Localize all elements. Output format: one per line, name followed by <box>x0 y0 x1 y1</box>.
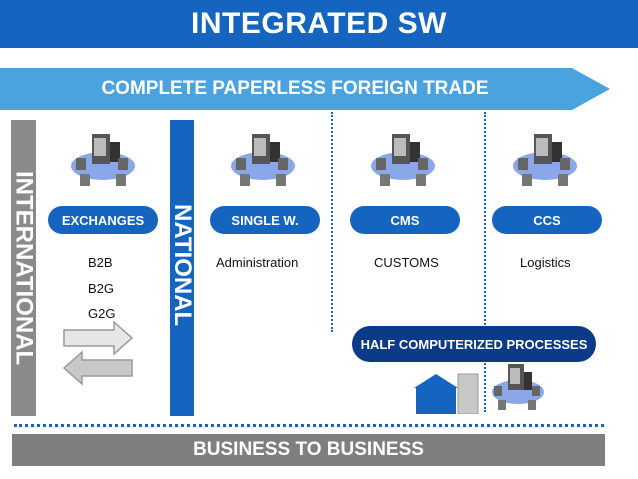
national-label: NATIONAL <box>169 203 196 327</box>
ccs-pill: CCS <box>492 206 602 234</box>
single-window-pill: SINGLE W. <box>210 206 320 234</box>
banner-text: COMPLETE PAPERLESS FOREIGN TRADE <box>101 78 489 99</box>
title-bar <box>0 0 638 48</box>
half-computerized-pill: HALF COMPUTERIZED PROCESSES <box>352 326 596 362</box>
separator-2 <box>484 112 486 412</box>
cms-item: CUSTOMS <box>374 255 439 270</box>
international-bar <box>11 120 36 416</box>
server-cluster-icon <box>71 134 135 186</box>
exchanges-item-b2b: B2B <box>88 255 113 270</box>
warehouse-icon <box>414 373 479 414</box>
footer-text: BUSINESS TO BUSINESS <box>193 439 424 460</box>
ccs-item: Logistics <box>520 255 571 270</box>
footer-bar <box>12 434 605 466</box>
horizontal-separator <box>14 424 604 427</box>
server-cluster-icon <box>231 134 295 186</box>
server-cluster-icon <box>371 134 435 186</box>
exchanges-item-g2g: G2G <box>88 306 116 321</box>
national-bar <box>170 120 194 416</box>
banner-arrow <box>0 68 610 110</box>
international-label: INTERNATIONAL <box>10 170 38 366</box>
cms-pill: CMS <box>350 206 460 234</box>
server-cluster-icon <box>492 364 544 410</box>
server-cluster-icon <box>513 134 577 186</box>
separator-1 <box>331 112 333 332</box>
single-window-item: Administration <box>216 255 299 270</box>
exchange-arrows-icon <box>62 320 134 386</box>
exchanges-item-b2g: B2G <box>88 281 115 296</box>
exchanges-pill: EXCHANGES <box>48 206 158 234</box>
page-title: INTEGRATED SW <box>191 7 447 40</box>
